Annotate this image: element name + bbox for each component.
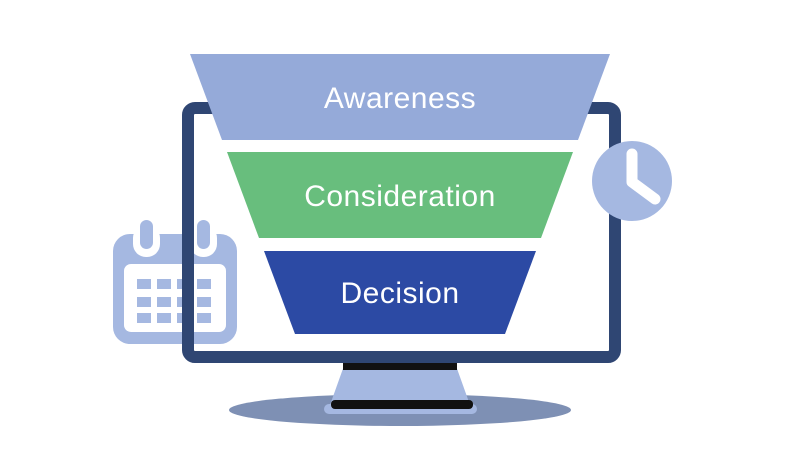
- funnel-stage-decision: [264, 251, 536, 334]
- funnel-label-consideration: Consideration: [304, 180, 496, 213]
- funnel-label-decision: Decision: [340, 277, 459, 310]
- monitor-stand-neck: [330, 363, 470, 405]
- monitor-stand-bottom-strip: [331, 400, 473, 409]
- calendar-ring-right: [197, 220, 210, 249]
- clock-icon: [592, 141, 672, 221]
- calendar-ring-left: [140, 220, 153, 249]
- funnel-stage-consideration: [227, 152, 573, 238]
- funnel-stage-awareness: [190, 54, 610, 140]
- monitor-stand-top-strip: [343, 361, 457, 370]
- marketing-funnel: Awareness Consideration Decision: [190, 54, 610, 334]
- clock-hands: [626, 148, 661, 205]
- funnel-label-awareness: Awareness: [324, 82, 476, 115]
- calendar-icon: [113, 220, 237, 344]
